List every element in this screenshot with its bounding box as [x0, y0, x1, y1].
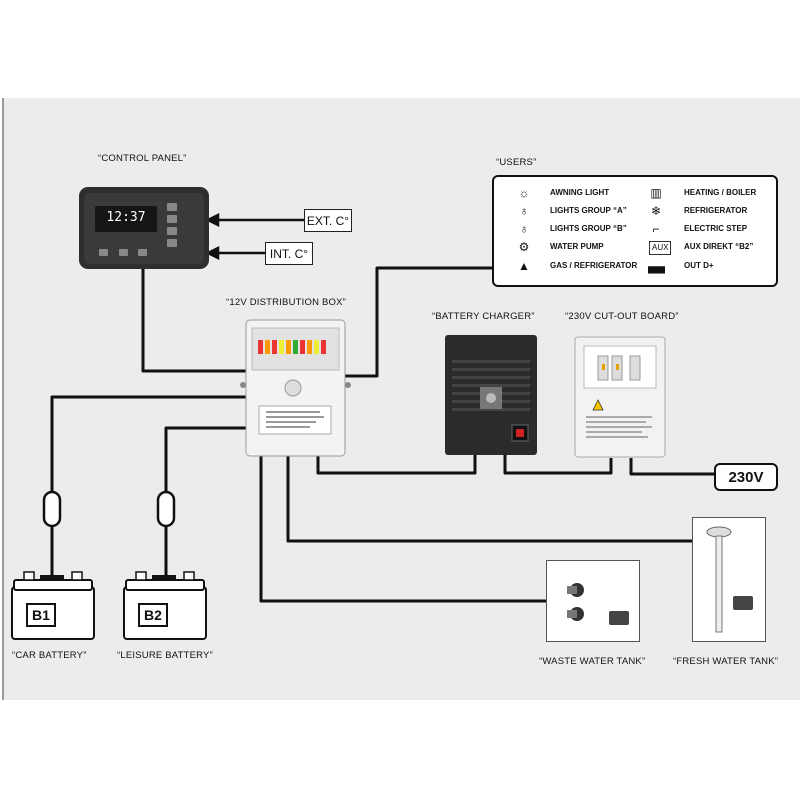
snowflake-icon: ❄ [650, 204, 662, 218]
wire-panel-to-box [141, 268, 246, 373]
fresh-water-probe [706, 526, 753, 633]
arrow-int-head [205, 245, 220, 261]
gas-flame-icon: ▲ [518, 259, 530, 273]
left-border [2, 98, 4, 700]
fresh-water-tank-frame [692, 517, 766, 642]
wire-box-to-users [345, 266, 492, 378]
user-refrigerator: REFRIGERATOR [684, 206, 748, 215]
user-out-d-plus: OUT D+ [684, 261, 714, 270]
wire-cutout-to-mains [629, 458, 714, 476]
wire-box-to-waste-tank [259, 455, 546, 603]
int-temp-sensor: INT. C° [265, 242, 313, 265]
battery-charger-label: “BATTERY CHARGER” [432, 311, 535, 322]
heater-icon: ▥ [650, 186, 662, 200]
battery-b2-badge: B2 [138, 603, 168, 627]
fresh-water-label: “FRESH WATER TANK” [673, 656, 779, 667]
leisure-battery-label: “LEISURE BATTERY” [117, 650, 213, 661]
user-water-pump: WATER PUMP [550, 242, 604, 251]
aux-icon: AUX [649, 241, 672, 255]
mains-230v-label: 230V [714, 463, 778, 491]
user-awning-light: AWNING LIGHT [550, 188, 610, 197]
wire-box-to-fresh-tank [286, 455, 692, 543]
wire-box-to-charger [316, 455, 477, 475]
distribution-box-label: “12V DISTRIBUTION BOX” [226, 297, 347, 308]
arrow-ext-head [205, 212, 220, 228]
fuse-leisure-battery [156, 490, 176, 528]
battery-b1-badge: B1 [26, 603, 56, 627]
user-gas-refrigerator: GAS / REFRIGERATOR [550, 261, 638, 270]
cutout-board-device [574, 336, 666, 458]
control-panel-device [79, 187, 209, 269]
waste-water-tank-frame [546, 560, 640, 642]
distribution-box-device [240, 319, 351, 457]
fuse-car-battery [42, 490, 62, 528]
wire-charger-to-cutout [503, 455, 613, 475]
battery-out-icon: ▄▄ [648, 259, 666, 273]
users-label: “USERS” [496, 157, 537, 168]
wire-box-to-car-battery [50, 395, 246, 492]
water-pump-icon: ⚙ [518, 240, 530, 254]
cutout-board-label: “230V CUT-OUT BOARD” [565, 311, 679, 322]
bulb-b-icon: ♁ [519, 222, 529, 236]
user-heating-boiler: HEATING / BOILER [684, 188, 757, 197]
ext-temp-sensor: EXT. C° [304, 209, 352, 232]
user-lights-group-a: LIGHTS GROUP “A” [550, 206, 627, 215]
awning-light-icon: ☼ [518, 186, 530, 200]
step-icon: ⌐ [652, 222, 660, 236]
users-box: ☼ AWNING LIGHT ♁ LIGHTS GROUP “A” ♁ LIGH… [492, 175, 778, 287]
control-panel-label: “CONTROL PANEL” [98, 153, 187, 164]
wire-box-to-leisure-battery [164, 426, 246, 492]
battery-charger-device [445, 335, 537, 455]
user-lights-group-b: LIGHTS GROUP “B” [550, 224, 627, 233]
panel-display: 12:37 [106, 210, 146, 225]
bulb-a-icon: ♁ [519, 204, 529, 218]
user-electric-step: ELECTRIC STEP [684, 224, 748, 233]
waste-water-label: “WASTE WATER TANK” [539, 656, 646, 667]
user-aux-direkt-b2: AUX DIREKT “B2” [684, 242, 754, 251]
car-battery-label: “CAR BATTERY” [12, 650, 87, 661]
waste-water-sensors [567, 583, 629, 625]
